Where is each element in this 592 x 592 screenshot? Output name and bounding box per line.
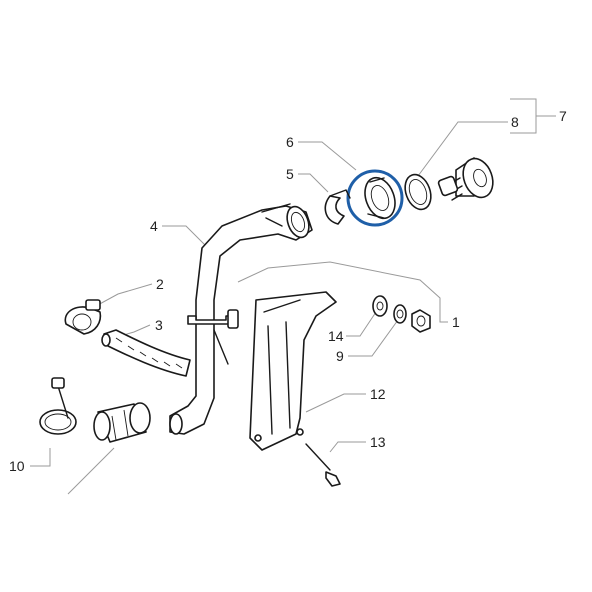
leader-6	[298, 141, 357, 171]
leader-9	[348, 319, 399, 357]
callout-3: 3	[155, 317, 163, 333]
callout-6: 6	[286, 134, 294, 150]
leader-1	[237, 261, 448, 323]
leader-12	[305, 393, 366, 413]
fuel-cap	[437, 157, 494, 201]
retaining-clip	[324, 189, 351, 225]
callout-5: 5	[286, 166, 294, 182]
hose	[101, 329, 191, 377]
filler-neck-tube	[169, 203, 313, 435]
callout-10: 10	[9, 458, 25, 474]
callout-1: 1	[452, 314, 460, 330]
callout-14: 14	[328, 328, 344, 344]
leader-8	[417, 121, 508, 177]
washer-14	[372, 295, 388, 317]
leader-7	[510, 98, 556, 134]
callout-labels: 1 2 3 4 5 6 7 8 9 10 12 13 14	[9, 108, 567, 474]
leader-13	[329, 441, 366, 453]
highlight-circle	[346, 169, 404, 227]
nut-1	[411, 309, 431, 333]
washer-9	[393, 304, 407, 324]
rubber-fitting	[93, 402, 151, 443]
cover-panel	[249, 291, 337, 451]
callout-13: 13	[370, 434, 386, 450]
leader-4	[162, 225, 207, 247]
hose-clamp	[64, 299, 102, 335]
callout-4: 4	[150, 218, 158, 234]
leader-10	[30, 448, 51, 467]
leader-lines	[30, 98, 556, 495]
callout-2: 2	[156, 276, 164, 292]
leader-5	[298, 173, 329, 193]
o-ring	[404, 173, 432, 211]
seal-ring-highlighted	[346, 169, 404, 227]
callout-7: 7	[559, 108, 567, 124]
callout-12: 12	[370, 386, 386, 402]
callout-9: 9	[336, 348, 344, 364]
leader-2	[95, 283, 153, 307]
screw	[305, 443, 341, 487]
clamp-with-screw	[39, 377, 77, 435]
callout-8: 8	[511, 114, 519, 130]
leader-10b	[67, 447, 115, 495]
leader-14	[346, 311, 377, 337]
